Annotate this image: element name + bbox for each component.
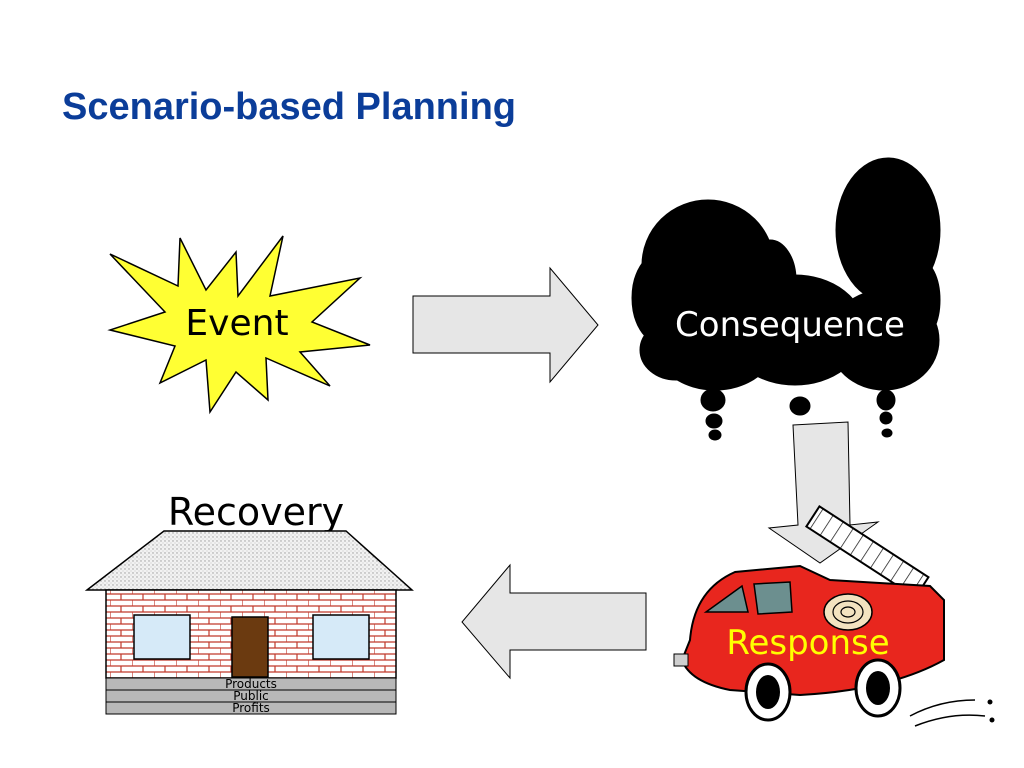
response-label: Response xyxy=(726,623,889,663)
starburst-icon xyxy=(107,235,371,415)
foundation-label-public: Public xyxy=(233,689,269,703)
foundation-label-profits: Profits xyxy=(232,701,270,715)
consequence-cloud: Consequence xyxy=(631,157,941,441)
event-starburst: Event xyxy=(107,235,371,415)
consequence-label: Consequence xyxy=(675,305,905,345)
foundation-label-products: Products xyxy=(225,677,277,691)
recovery-label: Recovery xyxy=(168,490,344,534)
arrow-right-icon xyxy=(412,266,599,384)
fire-truck: Response xyxy=(673,504,995,727)
arrow-left-icon xyxy=(461,563,647,680)
event-label: Event xyxy=(185,303,288,344)
smoke-cloud-icon xyxy=(631,157,941,441)
fire-truck-icon xyxy=(673,504,995,727)
slide-title: Scenario-based Planning xyxy=(62,86,516,128)
recovery-house: Recovery Products Public Profits xyxy=(84,490,414,715)
house-icon xyxy=(84,530,414,715)
